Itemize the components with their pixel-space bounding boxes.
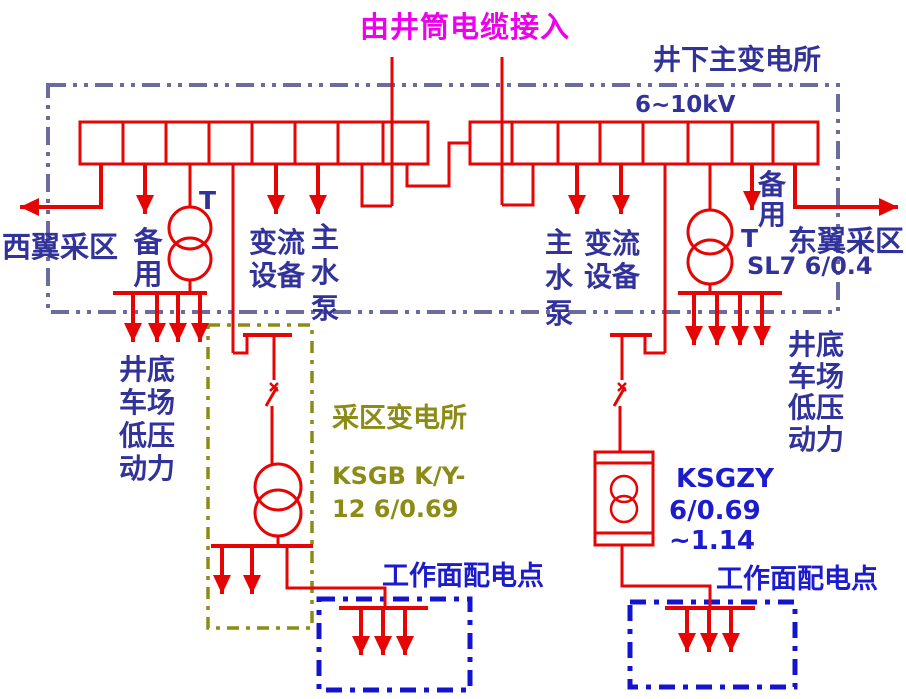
breaker-switch-icon-right (612, 335, 627, 452)
converter-label-right: 变流设备 (583, 227, 640, 294)
workface-point-label-left: 工作面配电点 (382, 561, 544, 592)
mobile-substation-model-line3: ~1.14 (669, 526, 755, 556)
right-feeder-arrows (568, 164, 761, 214)
district-transformer-icon (211, 462, 313, 548)
workface-point-label-right: 工作面配电点 (716, 564, 878, 595)
west-area-label: 西翼采区 (2, 230, 119, 264)
voltage-label: 6~10kV (635, 92, 736, 118)
workface-arrows-left (352, 608, 414, 655)
right-busbar (468, 120, 820, 166)
spare-label-right: 备用 (757, 168, 786, 231)
main-substation-title: 井下主变电所 (653, 43, 822, 76)
incoming-cable-right (500, 57, 535, 207)
transformer-t-label-right: T (741, 224, 759, 253)
workface-box-left (316, 596, 473, 693)
district-transformer-model-line1: KSGB K/Y- (332, 462, 466, 490)
ksgzy-transformer-box (593, 450, 655, 547)
main-substation-border (46, 83, 840, 314)
spare-label-left: 备用 (133, 225, 163, 292)
transformer-t-label-left: T (199, 186, 217, 215)
mobile-substation-model-line1: KSGZY (676, 464, 774, 494)
mobile-substation-model-line2: 6/0.69 (669, 496, 761, 526)
workface-box-right (627, 599, 798, 690)
east-feeder-arrow (793, 164, 898, 216)
incoming-cable-left (360, 57, 394, 208)
left-feeder-arrows (136, 164, 327, 214)
west-feeder-arrow (20, 164, 103, 216)
district-feed-line (231, 164, 292, 355)
workface-arrows-right (678, 608, 740, 652)
bus-tie-link (405, 141, 470, 188)
east-area-label: 东翼采区 (788, 224, 905, 258)
right-lv-arrows (685, 293, 771, 345)
transformer-model-label-right: SL7 6/0.4 (747, 252, 873, 280)
main-pump-label-right: 主水泵 (544, 226, 573, 330)
left-busbar (78, 120, 430, 166)
district-transformer-model-line2: 12 6/0.69 (332, 495, 459, 523)
converter-label-left: 变流设备 (248, 226, 305, 293)
district-substation-box (206, 323, 314, 630)
transformer-icon-left (113, 164, 213, 295)
yard-lv-label-right: 井底车场低压动力 (787, 328, 844, 456)
main-pump-label-left: 主水泵 (310, 221, 339, 325)
district-lv-arrows (213, 546, 261, 594)
incoming-cable-label: 由井筒电缆接入 (360, 10, 571, 44)
left-lv-arrows (124, 293, 209, 342)
mobile-feed-line (610, 164, 667, 355)
district-substation-title: 采区变电所 (332, 403, 467, 434)
breaker-switch-icon-left (264, 335, 279, 464)
yard-lv-label-left: 井底车场低压动力 (118, 353, 175, 486)
